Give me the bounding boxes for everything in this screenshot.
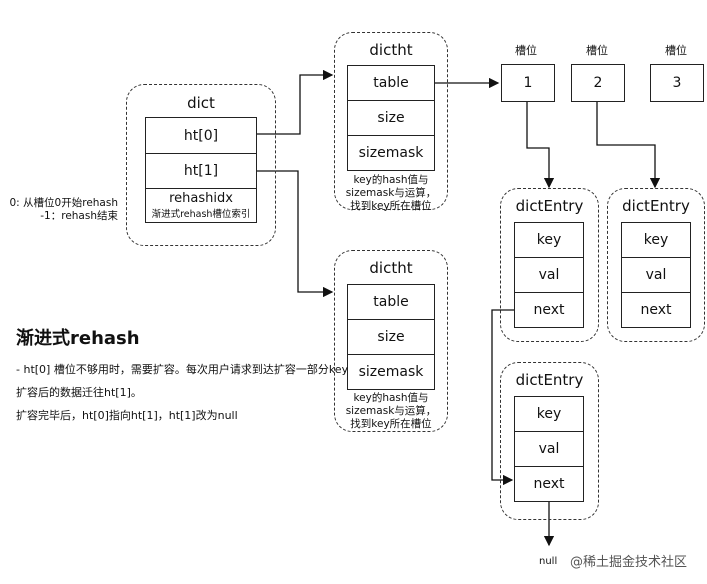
dict-entry-a-key: key	[514, 222, 584, 258]
arrow-next-to-entry	[491, 309, 515, 486]
dictht-top-note: key的hash值与 sizemask与运算， 找到key所在槽位	[334, 174, 448, 213]
arrow-ht1-to-dictht	[256, 170, 334, 298]
dictht-top-group	[334, 32, 448, 210]
desc-line-1: - ht[0] 槽位不够用时，需要扩容。每次用户请求到达扩容一部分key	[16, 363, 349, 376]
dict-entry-b-next: next	[621, 292, 691, 328]
dict-entry-c-title: dictEntry	[515, 371, 584, 389]
dict-entry-a-next: next	[514, 292, 584, 328]
dict-group	[126, 84, 276, 246]
dictht-top-table: table	[347, 65, 435, 101]
dict-entry-a-title: dictEntry	[515, 197, 584, 215]
dict-ht0-cell: ht[0]	[145, 117, 257, 154]
dictht-bottom-title: dictht	[369, 259, 413, 277]
slot-3: 3	[650, 64, 704, 102]
slot-1: 1	[501, 64, 555, 102]
rehashidx-label: rehashidx	[169, 191, 233, 206]
dictht-bottom-group	[334, 250, 448, 432]
rehash-note-line2: -1：rehash结束	[40, 210, 118, 222]
heading: 渐进式rehash	[16, 328, 140, 349]
slot-label-1: 槽位	[515, 44, 537, 57]
dict-rehashidx-cell: rehashidx 渐进式rehash槽位索引	[145, 188, 257, 223]
dictht-bottom-note-2: sizemask与运算，	[345, 405, 437, 417]
slot-label-3: 槽位	[665, 44, 687, 57]
dictht-bottom-table: table	[347, 284, 435, 320]
dictht-top-sizemask: sizemask	[347, 135, 435, 171]
dictht-top-note-3: 找到key所在槽位	[350, 200, 432, 212]
dictht-top-size: size	[347, 100, 435, 136]
rehashidx-sub: 渐进式rehash槽位索引	[151, 209, 251, 220]
desc-line-2: 扩容后的数据迁往ht[1]。	[16, 386, 142, 399]
dict-entry-b-key: key	[621, 222, 691, 258]
rehash-note-line1: 0: 从槽位0开始rehash	[9, 197, 119, 209]
desc-line-3: 扩容完毕后，ht[0]指向ht[1]，ht[1]改为null	[16, 409, 238, 422]
null-label: null	[539, 556, 558, 567]
dict-entry-c-val: val	[514, 431, 584, 467]
dictht-top-title: dictht	[369, 41, 413, 59]
dict-entry-a-val: val	[514, 257, 584, 293]
dict-entry-b-title: dictEntry	[622, 197, 690, 215]
dictht-bottom-size: size	[347, 319, 435, 355]
dict-entry-c-next: next	[514, 466, 584, 502]
dictht-bottom-note-1: key的hash值与	[353, 392, 429, 404]
dict-ht1-cell: ht[1]	[145, 153, 257, 189]
dict-entry-b-val: val	[621, 257, 691, 293]
dictht-bottom-sizemask: sizemask	[347, 354, 435, 390]
dictht-bottom-note-3: 找到key所在槽位	[350, 418, 432, 430]
arrow-slot2-to-entry	[596, 102, 661, 189]
arrow-ht0-to-dictht	[256, 69, 334, 135]
slot-label-2: 槽位	[586, 44, 608, 57]
dict-entry-c-group	[500, 362, 599, 520]
dict-entry-c-key: key	[514, 396, 584, 432]
dictht-top-note-2: sizemask与运算，	[345, 187, 437, 199]
dict-title: dict	[187, 94, 215, 112]
dictht-bottom-note: key的hash值与 sizemask与运算， 找到key所在槽位	[334, 392, 448, 431]
arrow-slot1-to-entry	[526, 102, 555, 189]
slot-2: 2	[571, 64, 625, 102]
rehash-note: 0: 从槽位0开始rehash -1：rehash结束	[6, 197, 119, 223]
watermark: @稀土掘金技术社区	[570, 555, 688, 570]
dict-entry-b-group	[607, 188, 705, 342]
dictht-top-note-1: key的hash值与	[353, 174, 429, 186]
dict-entry-a-group	[500, 188, 599, 342]
